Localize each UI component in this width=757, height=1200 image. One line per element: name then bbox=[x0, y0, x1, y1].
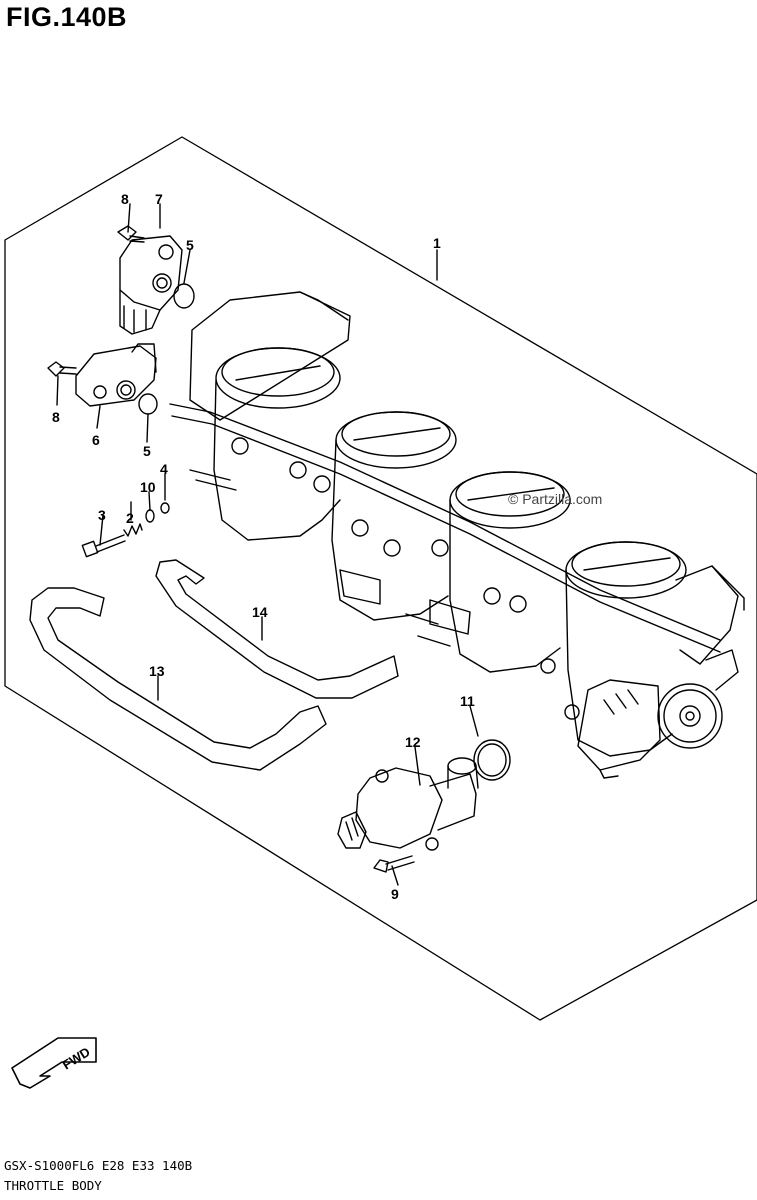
section-name: THROTTLE BODY bbox=[4, 1178, 102, 1193]
callout-8-upper: 8 bbox=[121, 191, 129, 207]
figure-title: FIG.140B bbox=[6, 2, 128, 32]
callout-6: 6 bbox=[92, 432, 100, 448]
part-7-sensor bbox=[119, 235, 183, 335]
callout-8-lower: 8 bbox=[52, 409, 60, 425]
part-11-oring bbox=[473, 739, 511, 781]
part-4-oring bbox=[160, 502, 170, 514]
part-6-sensor bbox=[75, 343, 157, 407]
callout-1: 1 bbox=[433, 235, 441, 251]
part-8-bolt-upper bbox=[117, 225, 145, 243]
part-10-washer bbox=[145, 509, 155, 523]
callout-12: 12 bbox=[405, 734, 421, 750]
model-code: GSX-S1000FL6 E28 E33 140B bbox=[4, 1158, 193, 1173]
part-5-oring-lower bbox=[138, 393, 158, 415]
fwd-arrow-icon bbox=[11, 1037, 97, 1089]
callout-14: 14 bbox=[252, 604, 268, 620]
callout-10: 10 bbox=[140, 479, 156, 495]
callout-7: 7 bbox=[155, 191, 163, 207]
part-1-throttle-body bbox=[169, 291, 745, 779]
part-12-isc-valve bbox=[337, 757, 479, 851]
part-5-oring-upper bbox=[173, 283, 195, 309]
assembly-outline bbox=[4, 136, 757, 1021]
part-8-bolt-lower bbox=[47, 361, 77, 377]
part-9-screw bbox=[373, 855, 415, 873]
callout-4: 4 bbox=[160, 461, 168, 477]
callout-11: 11 bbox=[460, 693, 475, 709]
callout-5-upper: 5 bbox=[186, 237, 194, 253]
callout-5-lower: 5 bbox=[143, 443, 151, 459]
part-13-hose bbox=[29, 587, 327, 771]
part-2-spring bbox=[123, 523, 143, 537]
callout-2: 2 bbox=[126, 510, 134, 526]
callout-13: 13 bbox=[149, 663, 165, 679]
part-14-hose bbox=[155, 559, 399, 699]
callout-9: 9 bbox=[391, 886, 399, 902]
fwd-label: FWD bbox=[60, 1044, 93, 1072]
callout-labels: 1 2 3 4 5 5 6 7 8 8 9 10 11 12 13 14 bbox=[52, 191, 475, 902]
watermark: © Partzilla.com bbox=[508, 491, 603, 507]
part-3-screw bbox=[81, 534, 126, 558]
callout-3: 3 bbox=[98, 507, 106, 523]
